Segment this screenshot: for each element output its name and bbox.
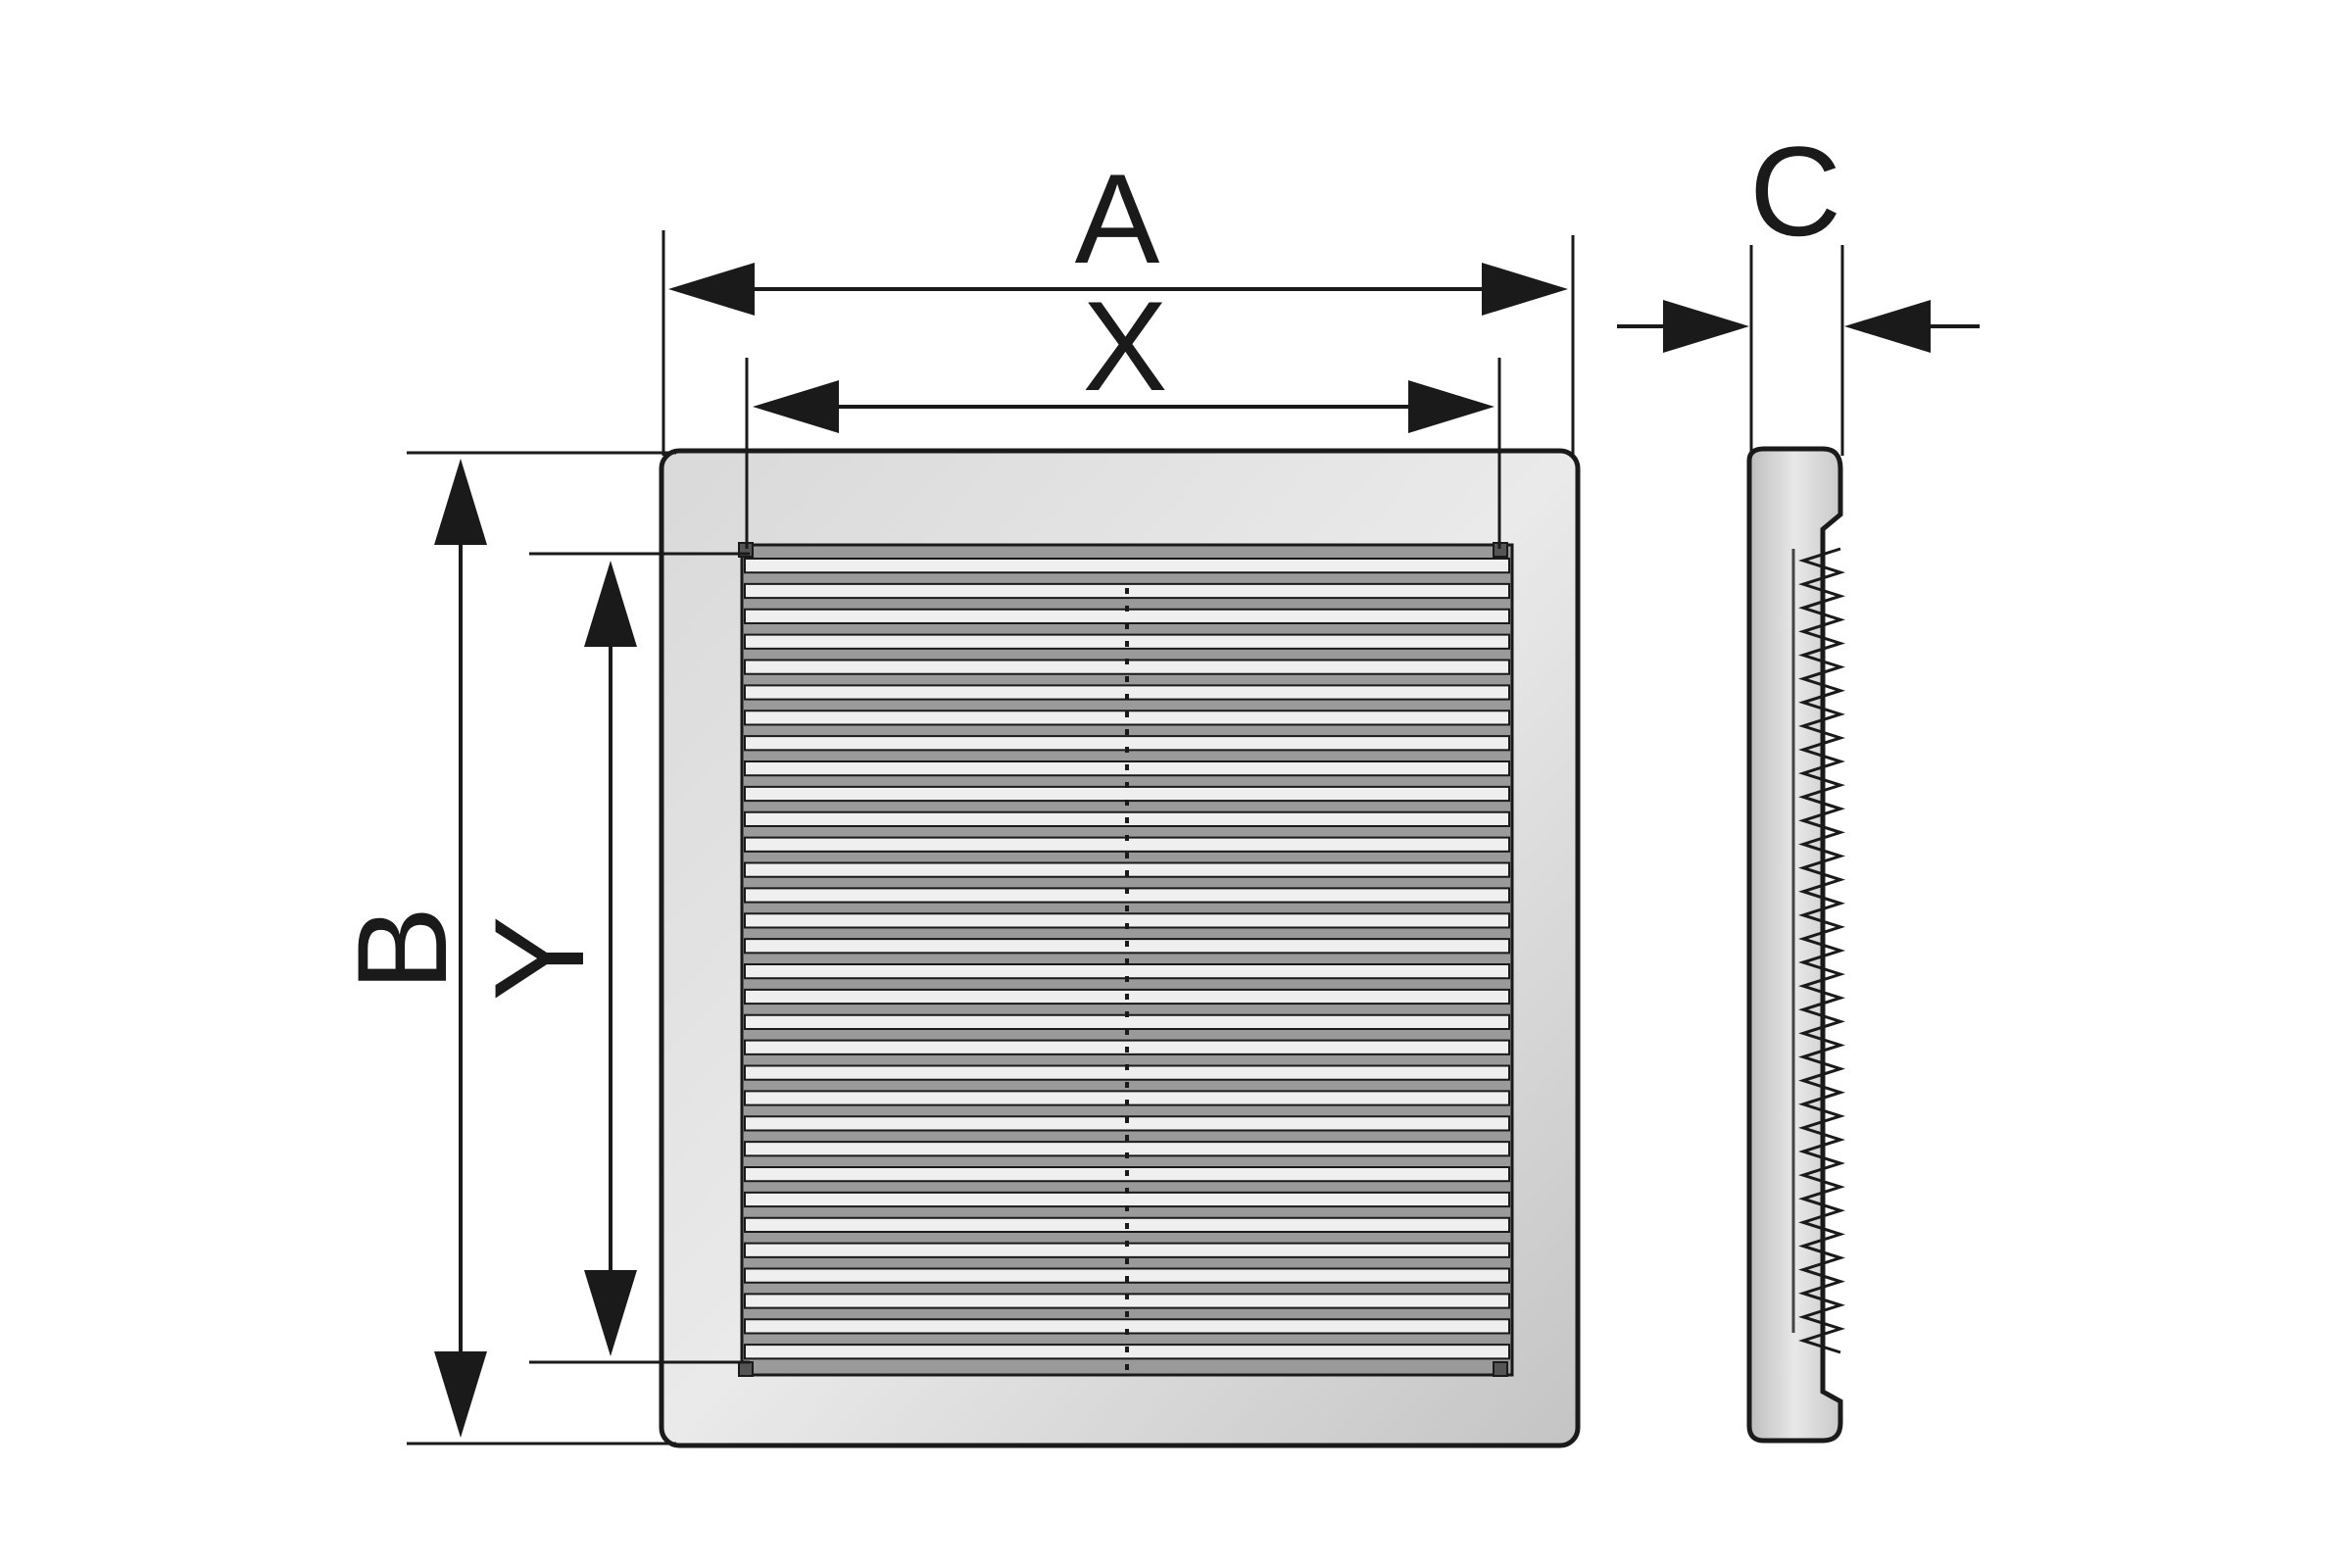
grille-slat (744, 1115, 1510, 1132)
screw-bottom-right (1493, 1361, 1508, 1377)
dimension-arrows (434, 263, 1980, 1438)
dimension-label-c: C (1749, 120, 1841, 263)
dimension-label-x: X (1083, 274, 1168, 417)
grille-side-view (1746, 446, 1845, 1444)
grille-slat (744, 785, 1510, 803)
grille-front-view (659, 448, 1581, 1448)
dimension-label-a: A (1075, 147, 1160, 290)
dimension-label-y: Y (467, 916, 611, 1002)
arrowhead-c-right (1844, 300, 1931, 353)
arrowhead-y-bottom (584, 1270, 637, 1356)
arrowhead-c-left (1663, 300, 1749, 353)
grille-slat (744, 1267, 1510, 1284)
arrowhead-y-top (584, 561, 637, 647)
grille-slat (744, 558, 1510, 574)
extension-lines (407, 230, 1844, 1446)
grille-slat (744, 861, 1510, 878)
arrowhead-b-bottom (434, 1351, 487, 1438)
arrowhead-b-top (434, 459, 487, 545)
arrowhead-a-right (1482, 263, 1568, 316)
grille-slats (744, 558, 1510, 1360)
grille-slat (744, 1191, 1510, 1208)
arrowhead-x-right (1408, 380, 1494, 433)
grille-slat (744, 710, 1510, 726)
dimension-label-b: B (330, 906, 473, 992)
side-profile-teeth (1798, 547, 1845, 1354)
arrowhead-x-left (753, 380, 839, 433)
screw-bottom-left (738, 1361, 754, 1377)
arrowhead-a-left (668, 263, 755, 316)
